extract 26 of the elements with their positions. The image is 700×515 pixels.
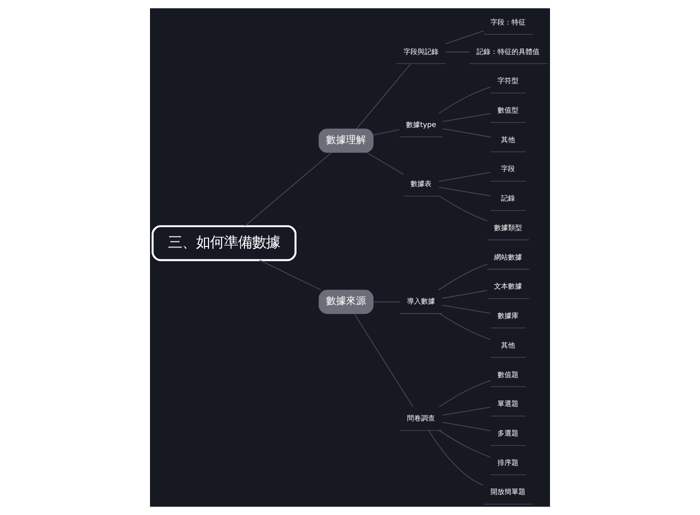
connector — [366, 152, 404, 175]
connector — [438, 172, 491, 182]
node-box: 數據來源 — [318, 290, 374, 314]
connector — [442, 290, 488, 299]
connector — [438, 380, 491, 408]
connector — [372, 129, 400, 136]
connector — [442, 113, 491, 122]
connector — [438, 430, 492, 458]
connector — [442, 128, 491, 138]
connector — [445, 30, 484, 44]
connector — [438, 86, 491, 114]
connector — [244, 152, 332, 226]
connector — [428, 430, 484, 486]
connector — [356, 63, 412, 130]
node-box: 三、如何準備數據 — [152, 225, 296, 262]
connector — [438, 264, 488, 290]
connector — [442, 304, 491, 314]
connector — [438, 195, 488, 222]
connector — [439, 313, 491, 340]
node-box: 數據理解 — [318, 128, 374, 153]
connector — [438, 186, 491, 196]
connector — [372, 301, 401, 302]
connector — [442, 422, 491, 432]
connector — [442, 406, 491, 416]
connector — [354, 313, 414, 408]
connector — [259, 260, 322, 290]
